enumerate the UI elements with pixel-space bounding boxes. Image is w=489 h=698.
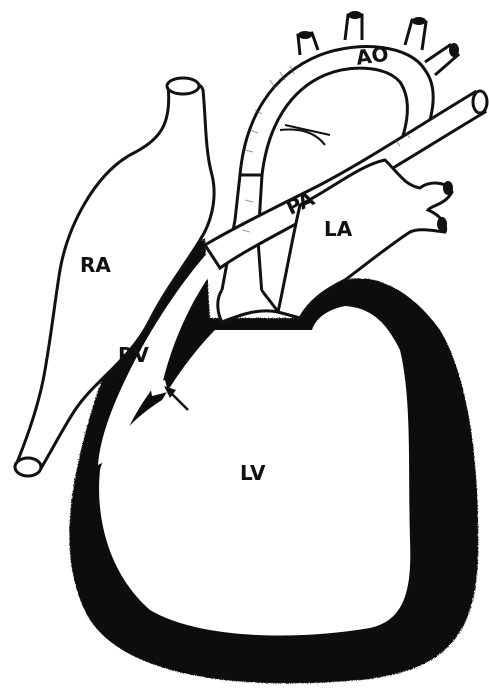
pulmonary-vein-1 <box>443 181 453 195</box>
aortic-branch-3 <box>405 20 426 50</box>
aortic-branch-4-opening <box>449 43 459 57</box>
label-lv: LV <box>240 461 266 485</box>
pulmonary-artery-opening <box>473 91 487 113</box>
pulmonary-vein-2 <box>437 217 447 231</box>
label-la: LA <box>324 217 353 241</box>
aortic-branch-3-opening <box>412 17 426 25</box>
label-ra: RA <box>80 253 111 277</box>
aortic-branch-2-opening <box>348 11 362 19</box>
aortic-branch-1-opening <box>298 31 312 39</box>
vena-cava-opening-top <box>167 78 199 94</box>
label-ao: AO <box>354 42 390 70</box>
aortic-root <box>218 290 278 322</box>
label-rv: RV <box>118 343 149 367</box>
vena-cava-opening-bottom <box>15 458 41 476</box>
